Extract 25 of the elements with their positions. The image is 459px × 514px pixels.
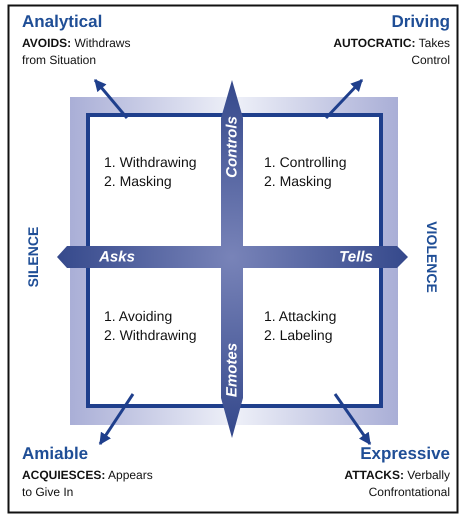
axis-label: Emotes — [224, 342, 240, 398]
style-description: ACQUIESCES: Appears to Give In — [22, 467, 154, 501]
arrow — [324, 78, 364, 120]
list-item: 1. Avoiding — [104, 307, 172, 326]
axis-label: Tells — [339, 248, 373, 266]
axis-label: Asks — [99, 248, 135, 266]
quadrant-square — [86, 113, 383, 408]
list-item: 1. Withdrawing — [104, 153, 197, 172]
style-description: AUTOCRATIC: Takes Control — [332, 35, 450, 69]
style-heading: Amiable — [22, 444, 88, 464]
arrow — [94, 79, 128, 119]
list-item: 2. Labeling — [264, 326, 333, 345]
style-heading: Expressive — [360, 444, 450, 464]
axis-label: Controls — [224, 116, 240, 178]
style-description: ATTACKS: Verbally Confrontational — [343, 467, 450, 501]
style-heading: Analytical — [22, 12, 102, 32]
side-label: VIOLENCE — [424, 221, 440, 293]
list-item: 1. Controlling — [264, 153, 346, 172]
list-item: 2. Masking — [264, 172, 332, 191]
list-item: 1. Attacking — [264, 307, 336, 326]
list-item: 2. Masking — [104, 172, 172, 191]
style-description: AVOIDS: Withdraws from Situation — [22, 35, 132, 69]
side-label: SILENCE — [25, 226, 41, 288]
list-item: 2. Withdrawing — [104, 326, 197, 345]
style-heading: Driving — [391, 12, 450, 32]
